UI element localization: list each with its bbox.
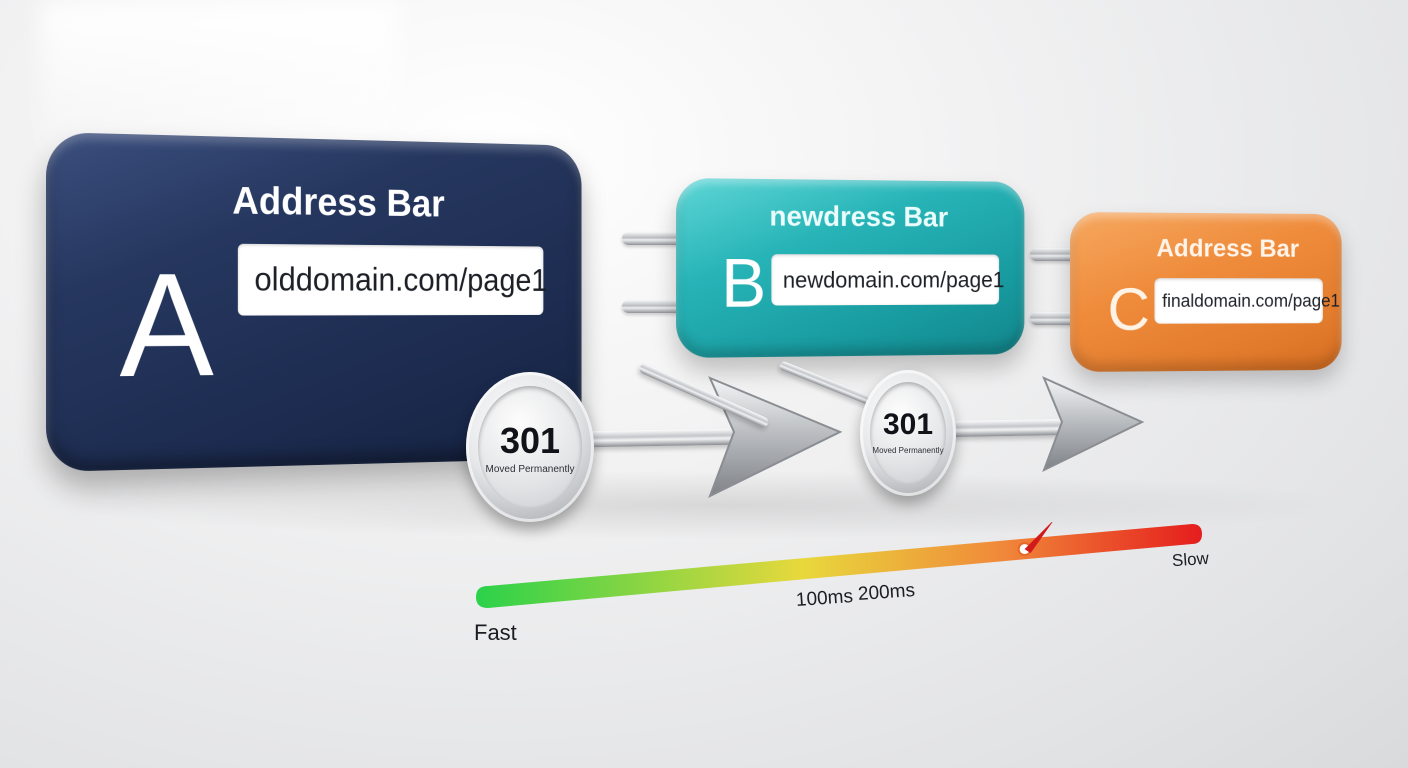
redirect-badge-1: 301 Moved Permanently	[466, 372, 594, 522]
redirect-badge-1-text: Moved Permanently	[485, 464, 575, 475]
redirect-arrowhead-1	[708, 376, 843, 499]
pipe-a-b-bottom	[622, 300, 692, 313]
latency-slow-label: Slow	[1171, 548, 1210, 571]
pipe-a-b-top	[622, 232, 692, 245]
card-c-letter: C	[1107, 276, 1150, 343]
card-b-url-field[interactable]: newdomain.com/page1	[771, 254, 1004, 306]
latency-fast-label: Fast	[474, 620, 517, 645]
card-a-title: Address Bar	[232, 179, 445, 225]
latency-scale	[476, 522, 1202, 608]
card-a-letter: A	[119, 241, 214, 408]
card-c-title: Address Bar	[1156, 234, 1299, 263]
redirect-arrowhead-2	[1042, 376, 1145, 473]
card-b-letter: B	[721, 244, 767, 322]
latency-tick-100: 100ms	[795, 586, 854, 611]
redirect-badge-2: 301 Moved Permanently	[860, 370, 956, 496]
address-card-c: Address Bar C finaldomain.com/page1	[1070, 212, 1342, 372]
latency-tick-200: 200ms	[857, 580, 916, 605]
address-card-b: newdress Bar B newdomain.com/page1	[676, 178, 1025, 358]
redirect-badge-2-text: Moved Permanently	[872, 446, 944, 455]
card-b-title: newdress Bar	[769, 200, 949, 234]
redirect-badge-2-code: 301	[882, 408, 934, 441]
card-a-url-field[interactable]: olddomain.com/page1	[237, 243, 547, 316]
card-c-url-field[interactable]: finaldomain.com/page1	[1154, 278, 1340, 324]
latency-marker	[1017, 522, 1053, 557]
redirect-badge-1-face: 301 Moved Permanently	[478, 386, 582, 508]
redirect-badge-2-face: 301 Moved Permanently	[870, 382, 946, 484]
redirect-badge-1-code: 301	[499, 420, 561, 461]
